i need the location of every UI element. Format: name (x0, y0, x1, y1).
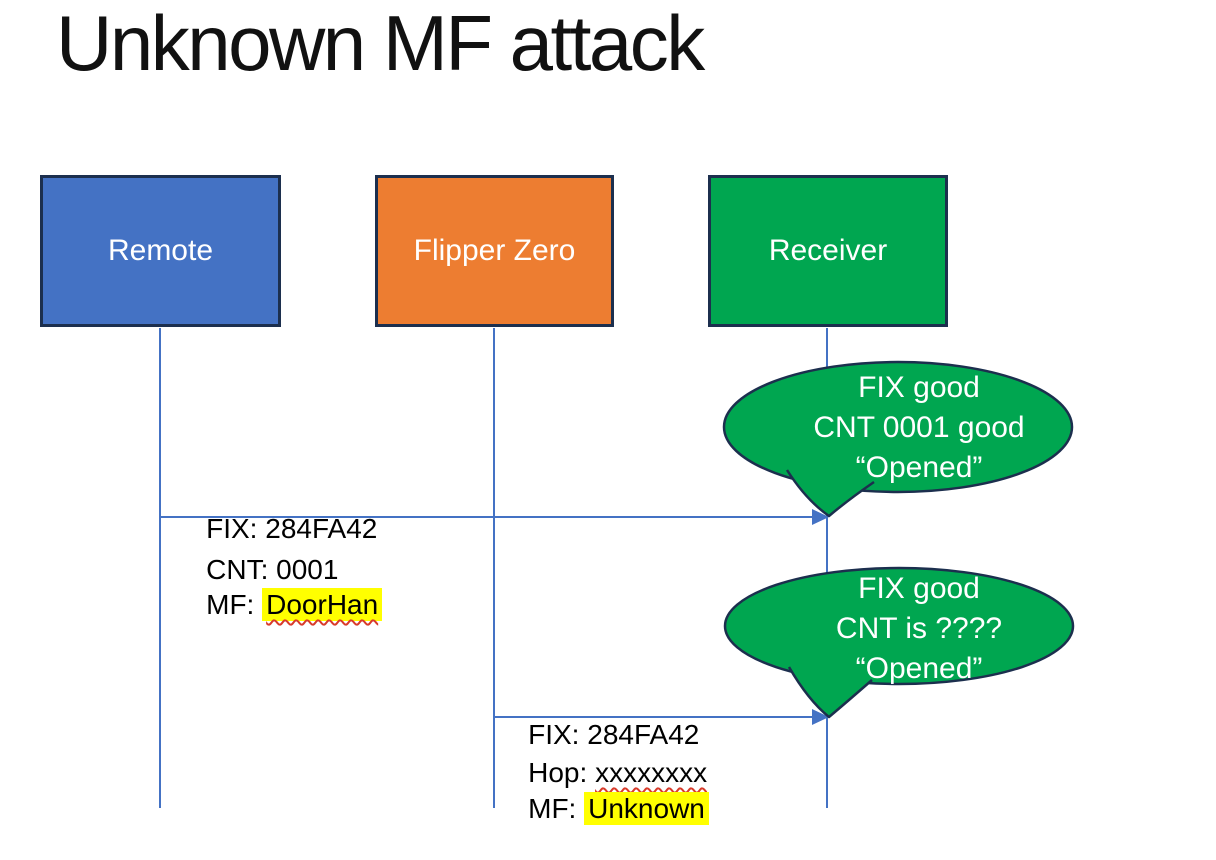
message2-fix-text: FIX: 284FA42 (528, 719, 700, 750)
speech-bubble-2-text: FIX good CNT is ???? “Opened” (742, 569, 1082, 689)
message2-mf-prefix: MF: (528, 793, 585, 824)
actor-label-receiver: Receiver (768, 234, 888, 267)
message1-mf-value-highlighted: DoorHan (262, 588, 383, 621)
message2-line3: MF: Unknown (497, 758, 709, 860)
bubble2-line3: “Opened” (855, 652, 983, 685)
message1-fix-text: FIX: 284FA42 (206, 513, 378, 544)
speech-bubble-2-tail (787, 666, 873, 719)
speech-bubble-1-tail (785, 469, 875, 518)
message1-line3: MF: DoorHan (175, 554, 383, 656)
actor-box-receiver: Receiver (708, 175, 948, 327)
diagram-canvas (159, 328, 1075, 808)
bubble1-line1: FIX good (858, 371, 980, 404)
actor-label-flipper-zero: Flipper Zero (413, 234, 576, 267)
message1-line1: FIX: 284FA42 (175, 478, 377, 580)
message2-line1: FIX: 284FA42 (497, 684, 699, 786)
bubble1-line2: CNT 0001 good (813, 411, 1025, 444)
bubble2-line2: CNT is ???? (835, 612, 1003, 645)
message1-line2: CNT: 0001 (175, 519, 338, 621)
message2-mf-value-highlighted: Unknown (584, 792, 709, 825)
actor-box-remote: Remote (40, 175, 281, 327)
slide-title: Unknown MF attack (56, 0, 705, 87)
message2-hop-value-squiggle: xxxxxxxx (595, 757, 708, 788)
message2-line2: Hop: xxxxxxxx (497, 722, 707, 824)
slide: Unknown MF attack Remote Flipper Zero Re… (40, 0, 1082, 825)
message1-mf-prefix: MF: (206, 589, 263, 620)
speech-bubble-1 (722, 360, 1074, 494)
message1-cnt-text: CNT: 0001 (206, 554, 339, 585)
bubble1-line3: “Opened” (855, 451, 983, 484)
message2-hop-prefix: Hop: (528, 757, 596, 788)
actor-box-flipper-zero: Flipper Zero (375, 175, 614, 327)
bubble2-line1: FIX good (858, 572, 980, 605)
arrowhead-flipper-to-receiver (812, 709, 829, 725)
arrowhead-remote-to-receiver (812, 509, 829, 525)
speech-bubble-1-text: FIX good CNT 0001 good “Opened” (742, 368, 1082, 488)
actor-label-remote: Remote (107, 234, 214, 267)
speech-bubble-2 (723, 566, 1075, 686)
